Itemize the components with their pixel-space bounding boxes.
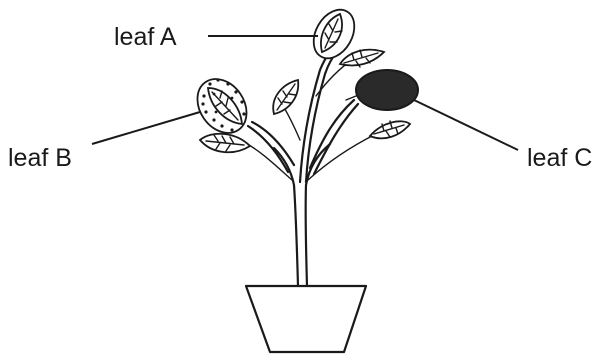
plain-leaf-upper-right xyxy=(340,50,384,67)
leaf-c-pointer xyxy=(414,100,518,150)
plain-leaf-lower-right xyxy=(370,121,410,138)
branch-leaf-c xyxy=(310,100,358,174)
plain-leaf-lower-left xyxy=(200,134,250,153)
plant-pot xyxy=(246,286,366,352)
leaf-b xyxy=(187,70,256,143)
leaf-b-label: leaf B xyxy=(8,144,72,172)
leaf-b-pointer xyxy=(92,112,200,144)
leaf-a-label: leaf A xyxy=(114,23,177,51)
leaf-c-label: leaf C xyxy=(527,144,592,172)
plain-leaf-upper-left xyxy=(273,80,298,114)
